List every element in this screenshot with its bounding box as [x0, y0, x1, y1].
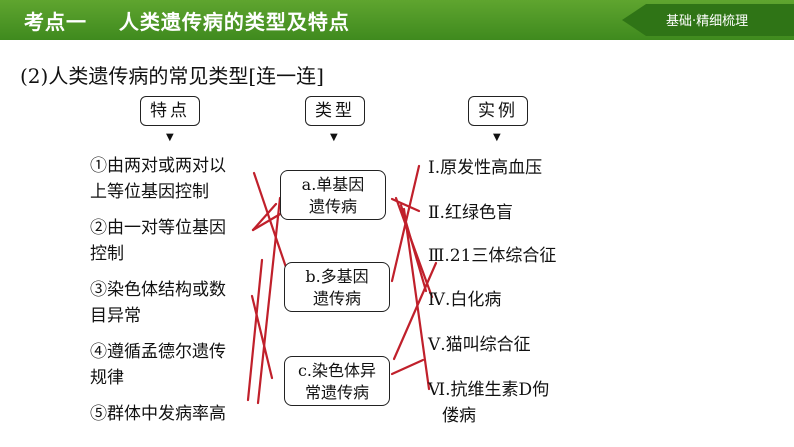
down-arrow-icon: ▼	[166, 132, 174, 143]
feature-1: ①由两对或两对以上等位基因控制	[90, 156, 226, 202]
section-title: 考点一 人类遗传病的类型及特点	[24, 10, 350, 34]
example-1: Ⅰ.原发性高血压	[428, 158, 543, 178]
type-box-a: a.单基因遗传病	[280, 170, 386, 220]
feature-3: ③染色体结构或数目异常	[90, 280, 226, 326]
type-box-b: b.多基因遗传病	[284, 262, 390, 312]
feature-4: ④遵循孟德尔遗传规律	[90, 342, 226, 388]
header-examples: 实例	[468, 96, 528, 126]
type-box-c: c.染色体异常遗传病	[284, 356, 390, 406]
top-banner: 考点一 人类遗传病的类型及特点 基础·精细梳理	[0, 0, 794, 40]
feature-2: ②由一对等位基因控制	[90, 218, 226, 264]
down-arrow-icon: ▼	[330, 132, 338, 143]
example-6: Ⅵ.抗维生素D佝偻病	[428, 380, 550, 426]
down-arrow-icon: ▼	[493, 132, 501, 143]
example-5: Ⅴ.猫叫综合征	[428, 335, 531, 355]
feature-5: ⑤群体中发病率高	[90, 404, 226, 424]
header-features: 特点	[140, 96, 200, 126]
section-tag-label: 基础·精细梳理	[666, 14, 749, 29]
example-3: Ⅲ.21三体综合征	[428, 246, 557, 266]
example-2: Ⅱ.红绿色盲	[428, 203, 513, 223]
example-4: Ⅳ.白化病	[428, 290, 502, 310]
section-tag: 基础·精细梳理	[622, 4, 794, 36]
header-types: 类型	[305, 96, 365, 126]
subtitle: (2)人类遗传病的常见类型[连一连]	[20, 64, 324, 88]
